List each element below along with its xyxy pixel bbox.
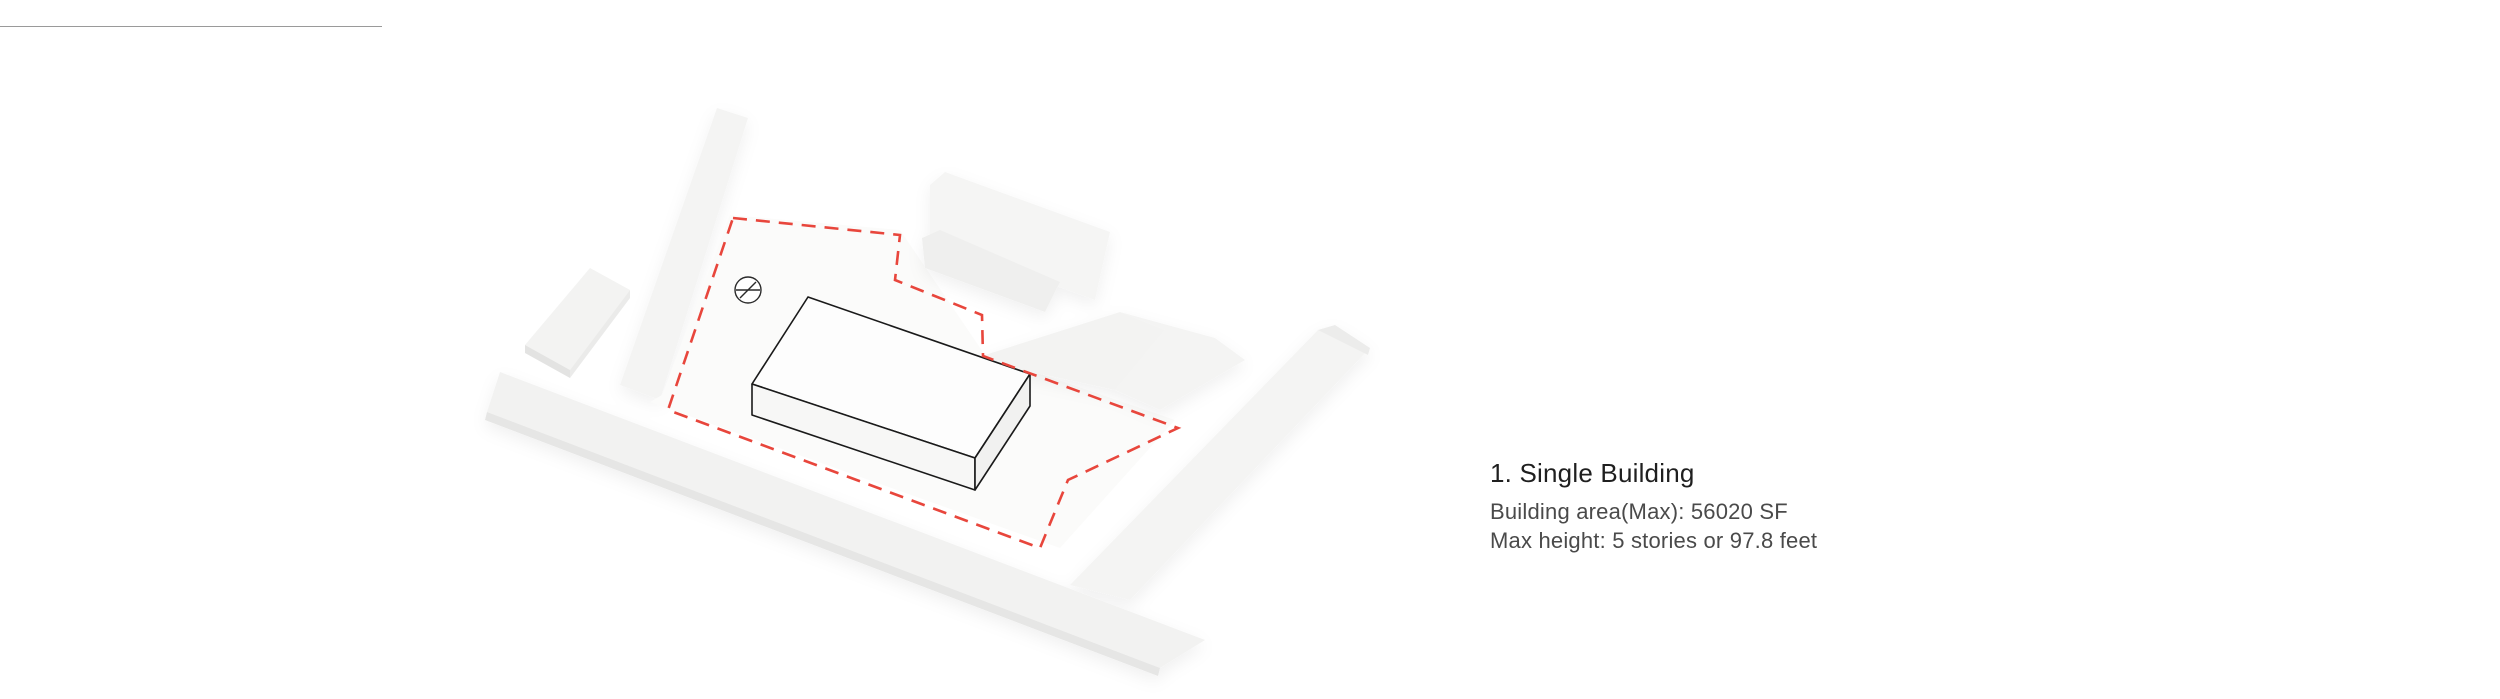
context-building-left	[525, 268, 630, 378]
caption-title: 1. Single Building	[1490, 458, 1695, 488]
caption-building-area: Building area(Max): 56020 SF	[1490, 499, 1788, 524]
building-massing	[751, 296, 1031, 491]
header-rule	[0, 26, 382, 27]
ground-plane	[485, 108, 1370, 676]
site-boundary	[666, 216, 1182, 550]
option-caption: 1. Single Building Building area(Max): 5…	[1490, 458, 1817, 555]
compass-icon	[734, 276, 762, 304]
context-building-top	[922, 172, 1245, 410]
caption-max-height: Max height: 5 stories or 97.8 feet	[1490, 528, 1818, 553]
